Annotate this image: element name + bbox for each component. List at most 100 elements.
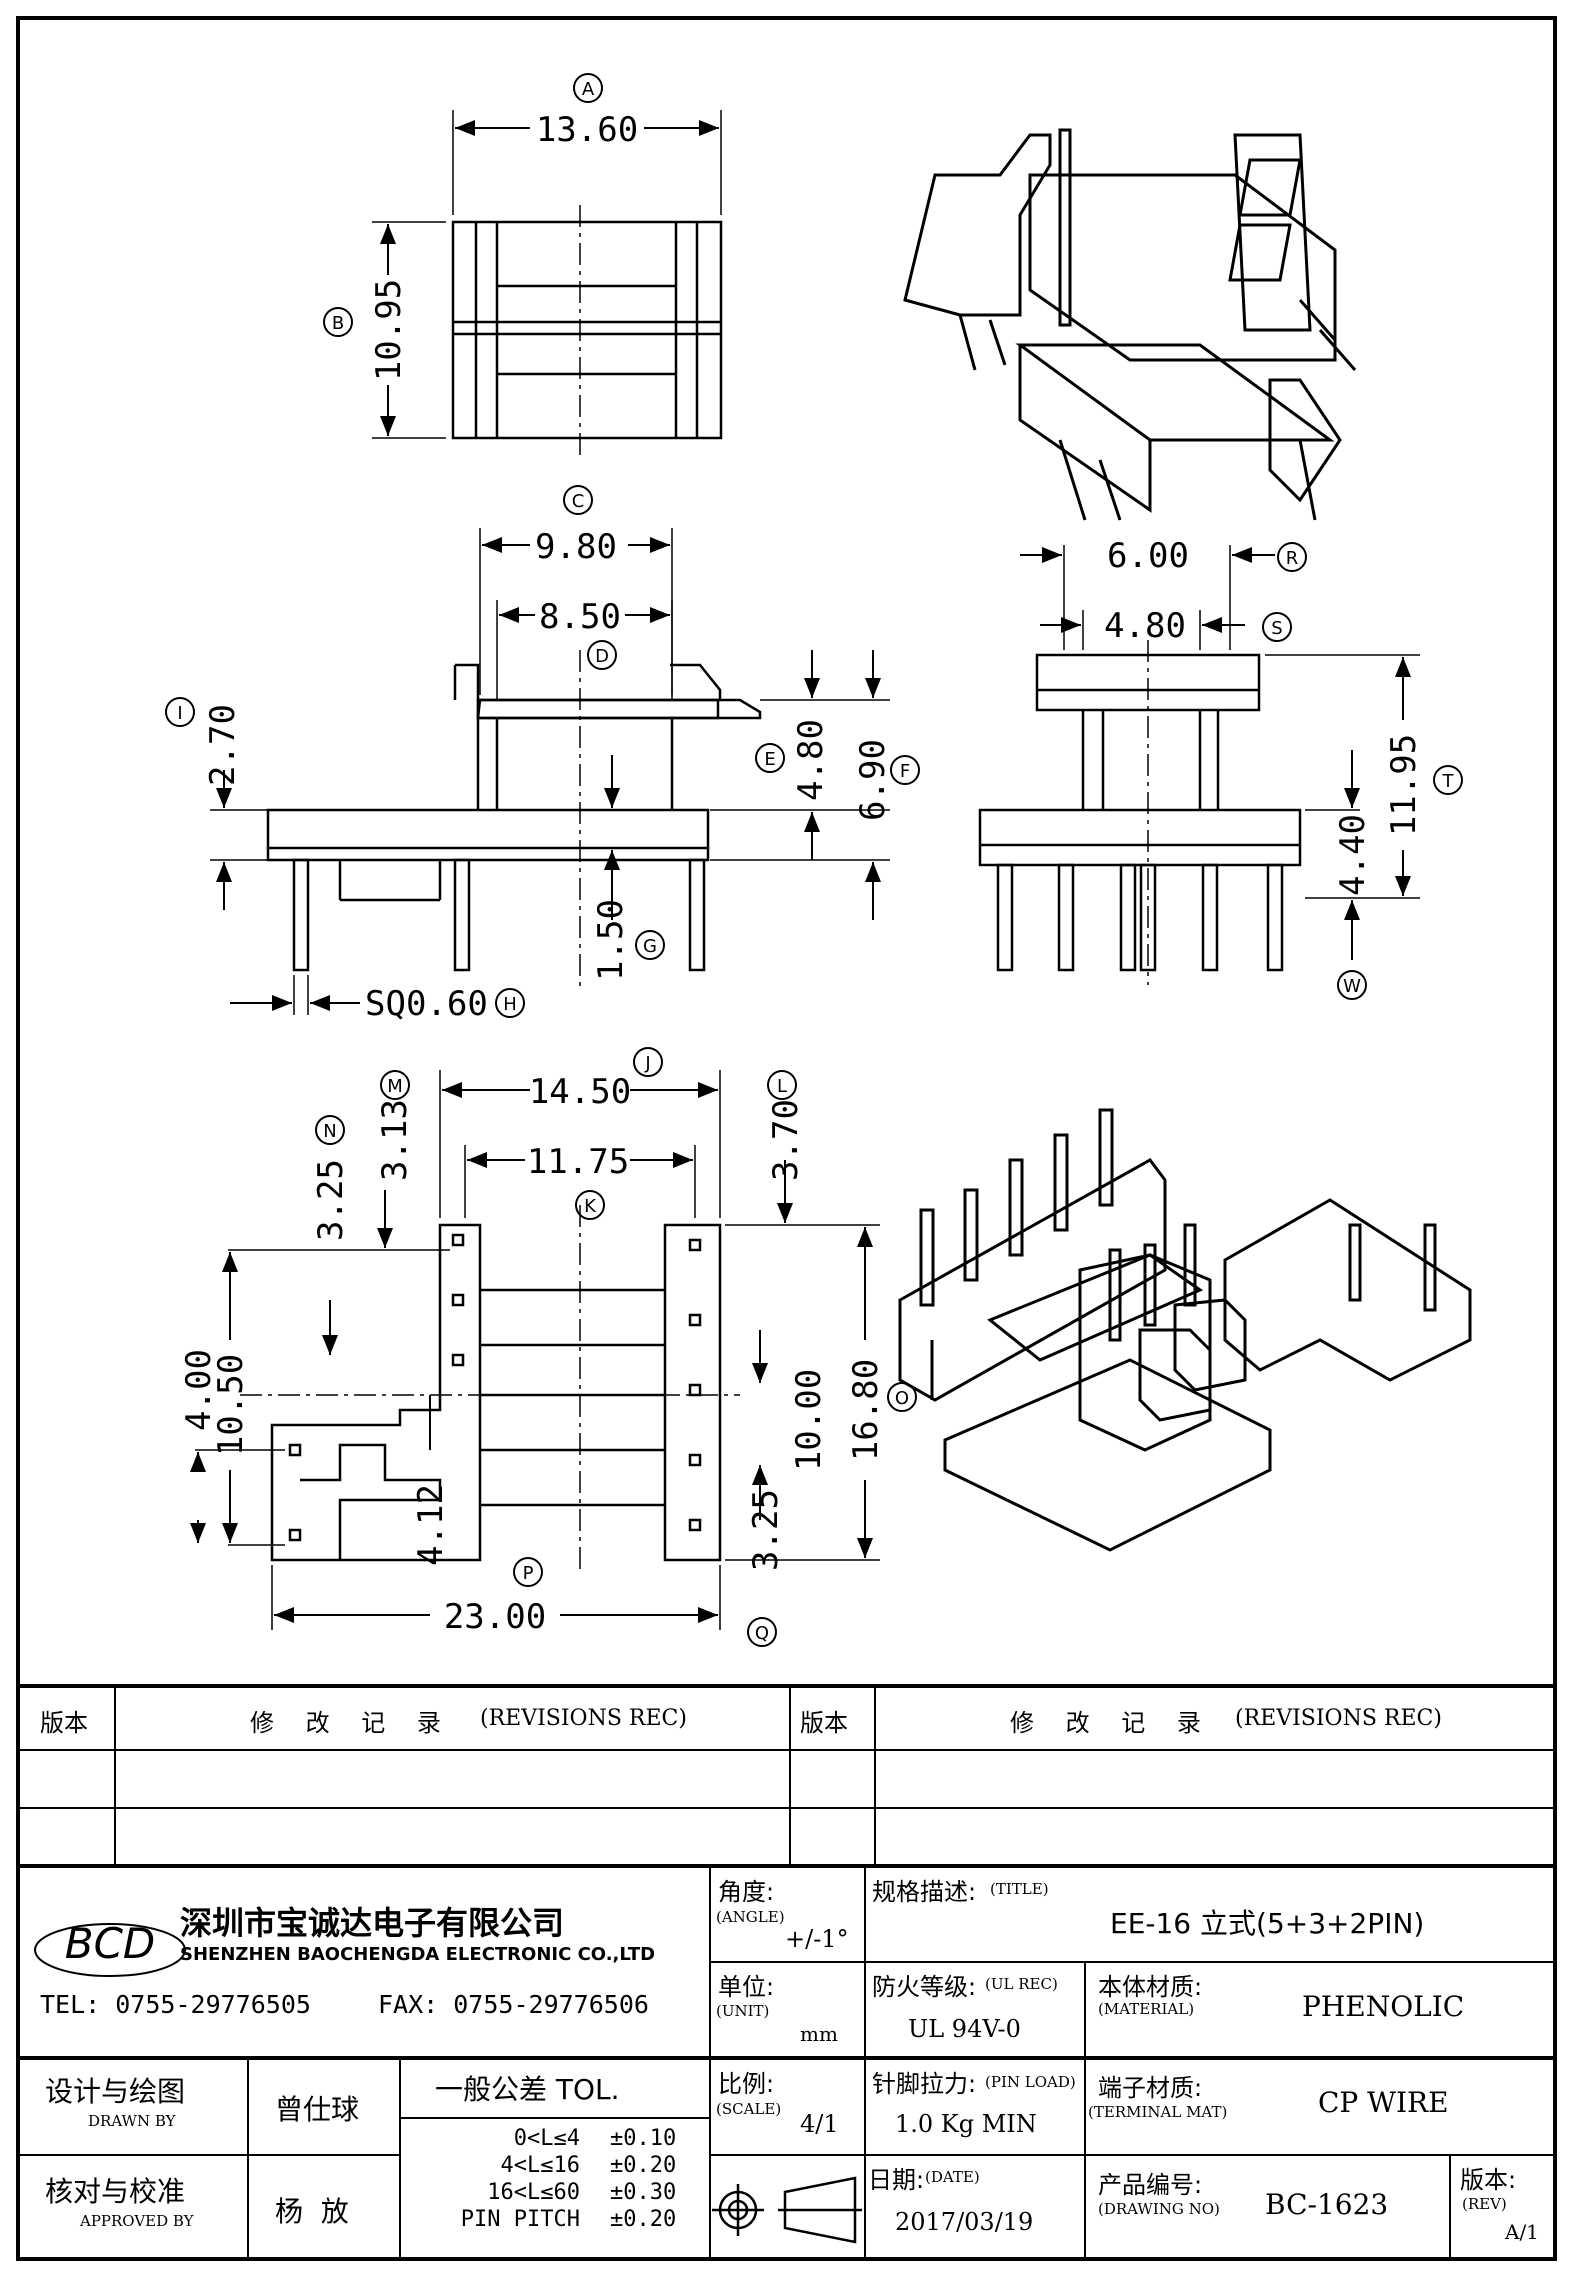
scale-label-en: (SCALE): [716, 2100, 782, 2118]
approved-by-label-en: APPROVED BY: [80, 2212, 194, 2230]
material-label: 本体材质:: [1098, 1973, 1203, 2001]
title-value: EE-16 立式(5+3+2PIN): [1110, 1907, 1425, 1940]
rev-header-record-right: 修 改 记 录: [1010, 1709, 1213, 1737]
ul-label: 防火等级:: [872, 1973, 977, 2001]
reference-marker-N: N: [323, 1121, 336, 1142]
reference-marker-M: M: [387, 1076, 403, 1097]
tolerance-row: 16<L≤60±0.30: [487, 2180, 677, 2205]
drawn-by-label-en: DRAWN BY: [88, 2112, 176, 2130]
dim-R-value: 6.00: [1107, 536, 1189, 576]
dim-I-value: 2.70: [203, 704, 243, 786]
date-label: 日期:: [868, 2166, 925, 2194]
rev-header-record-en-right: (REVISIONS REC): [1235, 1706, 1442, 1731]
drawn-by-value: 曾仕球: [275, 2093, 360, 2126]
reference-marker-B: B: [332, 313, 344, 334]
dim-10.00-value: 10.00: [789, 1369, 829, 1471]
dim-K-value: 11.75: [527, 1142, 629, 1182]
company-name-cn: 深圳市宝诚达电子有限公司: [180, 1904, 565, 1942]
logo-text: BCD: [65, 1919, 155, 1968]
tolerance-table: 0<L≤4±0.10 4<L≤16±0.20 16<L≤60±0.30 PIN …: [420, 2125, 676, 2233]
date-label-en: (DATE): [925, 2168, 980, 2186]
reference-marker-O: O: [895, 1388, 909, 1409]
drawing-no-value: BC-1623: [1265, 2188, 1389, 2221]
revision-label: 版本:: [1460, 2166, 1517, 2194]
projection-symbol: [712, 2176, 862, 2244]
company-tel: TEL: 0755-29776505: [40, 1990, 311, 2019]
reference-marker-J: J: [644, 1053, 650, 1074]
tolerance-label: 一般公差 TOL.: [435, 2073, 620, 2106]
pin-load-label: 针脚拉力:: [872, 2070, 977, 2098]
angle-label: 角度:: [718, 1878, 775, 1906]
dim-4.00-value: 4.00: [179, 1349, 219, 1431]
reference-marker-S: S: [1271, 618, 1282, 639]
dim-E-value: 4.80: [791, 719, 831, 801]
rev-header-record-left: 修 改 记 录: [250, 1709, 453, 1737]
unit-label: 单位:: [718, 1973, 775, 2001]
drawing-no-label-en: (DRAWING NO): [1098, 2200, 1220, 2218]
dim-F-value: 6.90: [853, 739, 893, 821]
side-view: [978, 545, 1420, 985]
front-view: [210, 528, 890, 1015]
terminal-value: CP WIRE: [1318, 2086, 1449, 2119]
tolerance-row: 0<L≤4±0.10: [513, 2126, 677, 2151]
dim-N-value: 3.25: [311, 1159, 351, 1241]
dim-Q-value: 23.00: [444, 1597, 546, 1637]
dim-J-value: 14.50: [529, 1072, 631, 1112]
scale-label: 比例:: [718, 2070, 775, 2098]
dim-T-value: 11.95: [1384, 734, 1424, 836]
pin-load-value: 1.0 Kg MIN: [895, 2110, 1037, 2138]
reference-marker-D: D: [595, 646, 609, 667]
drawing-no-label: 产品编号:: [1098, 2171, 1203, 2199]
unit-value: mm: [800, 2022, 838, 2046]
dim-D-value: 8.50: [539, 597, 621, 637]
revision-value: A/1: [1505, 2220, 1539, 2244]
tolerance-row: 4<L≤16±0.20: [500, 2153, 677, 2178]
approved-by-label: 核对与校准: [45, 2175, 186, 2208]
drawn-by-label: 设计与绘图: [45, 2075, 186, 2108]
dim-W-value: 4.40: [1333, 814, 1373, 896]
top-view: [372, 110, 723, 455]
dim-G-value: 1.50: [591, 899, 631, 981]
reference-marker-A: A: [582, 79, 595, 100]
dim-C-value: 9.80: [535, 527, 617, 567]
reference-marker-H: H: [503, 994, 517, 1015]
rev-header-version-left: 版本: [40, 1709, 88, 1737]
title-label-en: (TITLE): [990, 1880, 1049, 1898]
title-label: 规格描述:: [872, 1878, 977, 1906]
reference-marker-F: F: [900, 761, 910, 782]
pin-load-label-en: (PIN LOAD): [985, 2073, 1076, 2091]
rev-header-version-right: 版本: [800, 1709, 848, 1737]
ul-label-en: (UL REC): [985, 1975, 1058, 1993]
dim-O-value: 16.80: [846, 1359, 886, 1461]
scale-value: 4/1: [800, 2110, 839, 2138]
reference-marker-C: C: [572, 491, 585, 512]
reference-marker-L: L: [777, 1076, 787, 1097]
terminal-label: 端子材质:: [1098, 2074, 1203, 2102]
dim-3.25b-value: 3.25: [746, 1489, 786, 1571]
revision-label-en: (REV): [1462, 2195, 1507, 2213]
material-value: PHENOLIC: [1302, 1990, 1465, 2023]
title-block-grid: [18, 1684, 1555, 2259]
reference-markers: [165, 73, 1463, 1647]
reference-marker-P: P: [523, 1563, 534, 1584]
ul-value: UL 94V-0: [908, 2015, 1021, 2043]
dim-P-value: 4.12: [411, 1484, 451, 1566]
reference-marker-K: K: [584, 1196, 597, 1217]
company-logo: BCD: [34, 1919, 186, 1977]
unit-label-en: (UNIT): [716, 2002, 770, 2020]
terminal-label-en: (TERMINAL MAT): [1088, 2103, 1228, 2121]
rev-header-record-en-left: (REVISIONS REC): [480, 1706, 687, 1731]
company-fax: FAX: 0755-29776506: [378, 1990, 649, 2019]
date-value: 2017/03/19: [895, 2208, 1034, 2236]
reference-marker-E: E: [764, 749, 775, 770]
bottom-view: [190, 1070, 880, 1630]
reference-marker-W: W: [1343, 976, 1361, 997]
reference-marker-I: I: [177, 703, 182, 724]
dim-10.50-value: 10.50: [211, 1354, 251, 1456]
reference-marker-G: G: [643, 936, 657, 957]
dim-L-value: 3.70: [766, 1099, 806, 1181]
reference-marker-R: R: [1286, 548, 1299, 569]
dim-M-value: 3.13: [375, 1099, 415, 1181]
dim-H-value: SQ0.60: [365, 984, 488, 1024]
